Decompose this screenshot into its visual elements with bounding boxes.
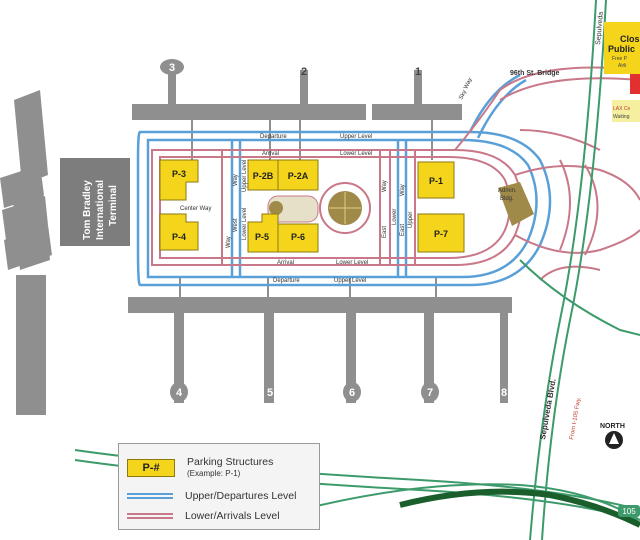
parking-p5-shape bbox=[247, 213, 279, 253]
terminal-name-line-3: Terminal bbox=[108, 185, 119, 226]
center-features bbox=[267, 182, 534, 234]
corner-line4: Airli bbox=[618, 63, 626, 69]
parking-p7-shape bbox=[417, 213, 465, 253]
hwy-105-label: 105 bbox=[622, 507, 636, 516]
label-lower-top: Lower Level bbox=[340, 151, 372, 157]
label-way-east: Way bbox=[400, 184, 406, 196]
terminal-number-1: 1 bbox=[415, 66, 421, 78]
terminal-name: Tom Bradley International Terminal bbox=[82, 180, 119, 240]
label-way-right: Way bbox=[382, 180, 388, 192]
label-from-105: From I-105 Fwy. bbox=[569, 396, 582, 440]
terminal-number-3: 3 bbox=[169, 62, 175, 74]
bottom-terminals bbox=[128, 278, 512, 403]
parking-p6-shape bbox=[277, 223, 319, 253]
parking-p4-shape bbox=[159, 213, 199, 251]
label-arrival-bottom: Arrival bbox=[277, 260, 294, 266]
parking-label-p3: P-3 bbox=[172, 169, 186, 179]
label-upper-level-vertical: Upper Level bbox=[242, 160, 248, 192]
terminal-number-4: 4 bbox=[176, 387, 183, 399]
label-sky-way: Sky Way bbox=[458, 77, 473, 101]
corner-line1: Clos bbox=[620, 34, 640, 44]
parking-labels: P-3 P-4 P-2B P-2A P-5 P-6 P-1 P-7 bbox=[172, 169, 448, 242]
label-lower: Lower bbox=[392, 209, 398, 225]
parking-label-p2a: P-2A bbox=[288, 171, 309, 181]
corner-line3: Free P bbox=[612, 56, 628, 62]
parking-structures bbox=[159, 159, 465, 253]
label-admin-line2: Bldg. bbox=[500, 196, 514, 202]
parking-p2a-shape bbox=[277, 159, 319, 191]
label-lower-level-vertical: Lower Level bbox=[242, 208, 248, 240]
hwy-105-shield bbox=[618, 505, 640, 517]
label-center-way: Center Way bbox=[180, 206, 211, 212]
parking-p1-shape bbox=[417, 161, 455, 199]
label-sepulveda-top: Sepulveda bbox=[595, 12, 605, 46]
freeway-105 bbox=[399, 488, 640, 528]
corner-lax-line2: Waiting bbox=[613, 114, 630, 120]
terminal-name-line-1: Tom Bradley bbox=[82, 180, 93, 240]
legend-row-lower: Lower/Arrivals Level bbox=[127, 510, 280, 522]
north-label: NORTH bbox=[600, 423, 625, 430]
parking-swatch: P-# bbox=[127, 459, 175, 477]
road-labels: Departure Upper Level Arrival Lower Leve… bbox=[180, 12, 605, 441]
label-way-left-2: Way bbox=[226, 236, 232, 248]
label-admin-line1: Admin. bbox=[498, 188, 517, 194]
terminal-name-line-2: International bbox=[95, 180, 106, 240]
right-corner-panel: Clos Public Free P Airli LAX Ce Waiting bbox=[604, 22, 640, 122]
corner-lax-line1: LAX Ce bbox=[613, 106, 630, 112]
parking-p2b-shape bbox=[247, 159, 279, 191]
label-upper: Upper bbox=[408, 212, 414, 228]
legend-upper-label: Upper/Departures Level bbox=[185, 490, 297, 502]
label-west: West bbox=[233, 218, 239, 232]
upper-level-roads bbox=[136, 73, 552, 287]
label-upper-top: Upper Level bbox=[340, 134, 372, 140]
label-lower-bottom: Lower Level bbox=[336, 260, 368, 266]
label-east-2: East bbox=[400, 224, 406, 236]
terminal-number-5: 5 bbox=[267, 387, 273, 399]
parking-label-p6: P-6 bbox=[291, 232, 305, 242]
label-upper-bottom: Upper Level bbox=[334, 278, 366, 284]
parking-label-p2b: P-2B bbox=[253, 171, 274, 181]
parking-label-p4: P-4 bbox=[172, 232, 186, 242]
lower-level-swatch bbox=[127, 513, 173, 519]
legend-parking-example: (Example: P-1) bbox=[187, 469, 241, 478]
top-terminals bbox=[132, 70, 462, 160]
north-arrow: NORTH bbox=[600, 423, 625, 449]
label-departure-top: Departure bbox=[260, 134, 287, 140]
parking-label-p5: P-5 bbox=[255, 232, 269, 242]
label-way-left: Way bbox=[233, 174, 239, 186]
terminal-number-8: 8 bbox=[501, 387, 507, 399]
tom-bradley-terminal-building bbox=[0, 90, 130, 415]
terminal-number-2: 2 bbox=[301, 66, 307, 78]
terminal-number-6: 6 bbox=[349, 387, 355, 399]
parking-label-p1: P-1 bbox=[429, 176, 443, 186]
label-departure-bottom: Departure bbox=[273, 278, 300, 284]
label-east: East bbox=[382, 226, 388, 238]
legend-parking-label: Parking Structures bbox=[187, 456, 274, 468]
legend-row-parking: P-# Parking Structures (Example: P-1) bbox=[127, 456, 273, 480]
label-96th-bridge: 96th St. Bridge bbox=[510, 70, 560, 77]
label-arrival-top: Arrival bbox=[262, 151, 279, 157]
parking-label-p7: P-7 bbox=[434, 229, 448, 239]
terminal-badge-2: 2 bbox=[301, 66, 307, 78]
map-legend: P-# Parking Structures (Example: P-1) Up… bbox=[118, 443, 320, 530]
terminal-badge-3: 3 bbox=[160, 59, 184, 75]
terminal-number-7: 7 bbox=[427, 387, 433, 399]
parking-p3-shape bbox=[159, 159, 199, 201]
terminal-badge-1: 1 bbox=[415, 66, 421, 78]
upper-level-swatch bbox=[127, 493, 173, 499]
corner-line2: Public bbox=[608, 44, 635, 54]
legend-parking-text: Parking Structures (Example: P-1) bbox=[187, 456, 273, 480]
legend-lower-label: Lower/Arrivals Level bbox=[185, 510, 280, 522]
legend-row-upper: Upper/Departures Level bbox=[127, 490, 296, 502]
